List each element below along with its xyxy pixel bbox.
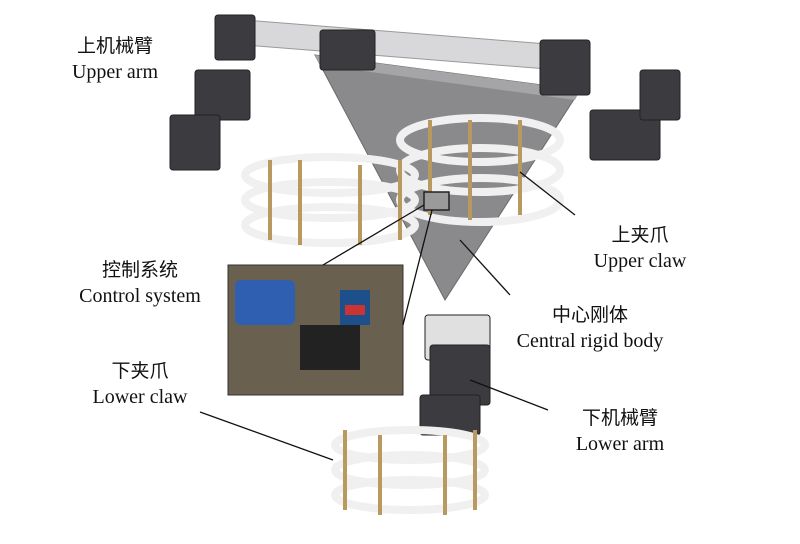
label-upper-claw: 上夹爪 Upper claw [570,222,710,274]
label-zh: 下夹爪 [111,360,169,382]
control-box [423,191,450,211]
label-en: Lower claw [92,386,188,408]
label-zh: 中心刚体 [551,304,628,326]
label-lower-claw: 下夹爪 Lower claw [70,358,210,410]
upper-arm [169,14,681,171]
upper-claw-left [241,153,419,247]
label-en: Control system [79,285,201,307]
label-en: Upper claw [593,250,687,272]
label-zh: 控制系统 [101,259,178,281]
label-en: Central rigid body [516,330,664,352]
lower-claw-rods [343,430,477,515]
control-system-photo [227,264,404,396]
label-en: Lower arm [575,433,665,455]
label-lower-arm: 下机械臂 Lower arm [550,405,690,457]
label-control-system: 控制系统 Control system [60,257,220,309]
label-upper-arm: 上机械臂 Upper arm [55,33,175,85]
top-frame-bar [244,19,561,71]
label-zh: 上夹爪 [611,224,669,246]
lower-claw [331,426,489,514]
body-top-edge [315,55,580,100]
label-zh: 下机械臂 [581,407,658,429]
label-zh: 上机械臂 [76,35,153,57]
lower-arm [419,314,491,436]
label-en: Upper arm [71,61,159,83]
leader-lines [199,171,576,461]
label-central-rigid-body: 中心刚体 Central rigid body [495,302,685,354]
